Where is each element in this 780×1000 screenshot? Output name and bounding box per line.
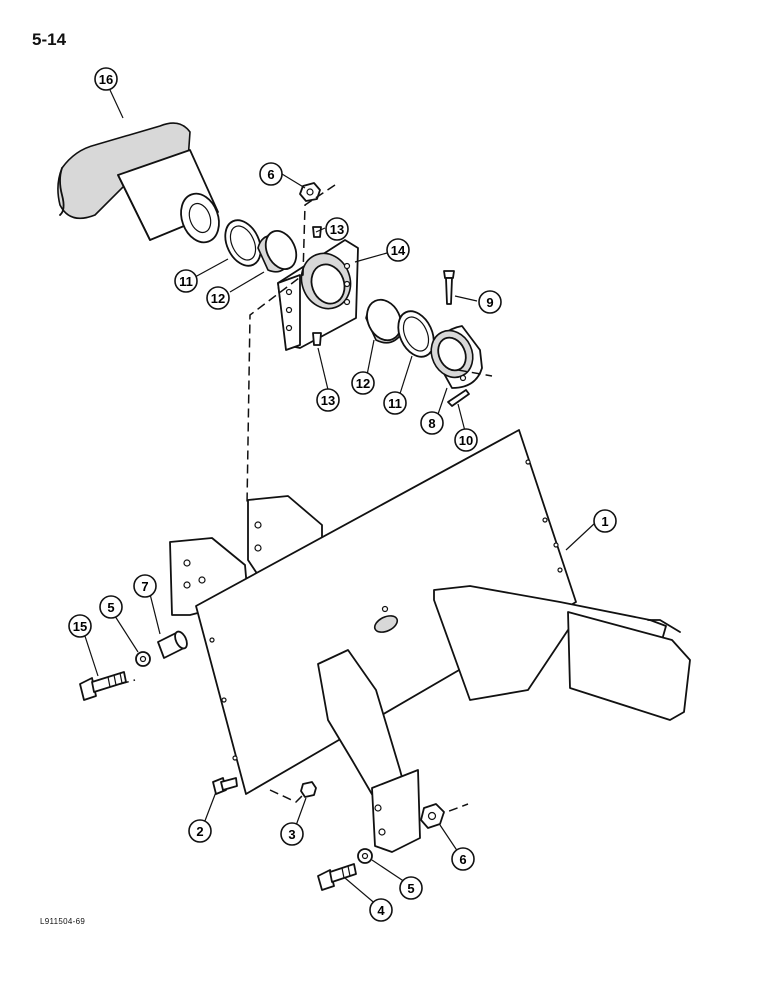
svg-text:15: 15 bbox=[73, 619, 87, 634]
callout-12-upper: 12 bbox=[206, 286, 230, 310]
seal-ring-part-11-lower bbox=[397, 310, 435, 358]
svg-text:8: 8 bbox=[428, 416, 435, 431]
svg-text:12: 12 bbox=[211, 291, 225, 306]
svg-text:5: 5 bbox=[407, 881, 414, 896]
svg-text:13: 13 bbox=[321, 393, 335, 408]
svg-text:6: 6 bbox=[267, 167, 274, 182]
callout-13-upper: 13 bbox=[325, 217, 349, 241]
bolt-part-15 bbox=[79, 671, 127, 701]
svg-text:2: 2 bbox=[196, 824, 203, 839]
callout-6-upper: 6 bbox=[259, 162, 283, 186]
callout-6-lower: 6 bbox=[451, 847, 475, 871]
bolt-part-4 bbox=[317, 863, 357, 891]
main-frame-part-1 bbox=[169, 429, 691, 853]
collar-part-8 bbox=[430, 325, 483, 389]
svg-text:16: 16 bbox=[99, 72, 113, 87]
callout-16: 16 bbox=[94, 67, 118, 91]
callout-3: 3 bbox=[280, 822, 304, 846]
figure-code: L911504-69 bbox=[40, 917, 86, 926]
svg-text:6: 6 bbox=[459, 852, 466, 867]
bushing-part-12-upper bbox=[257, 230, 298, 273]
callout-4: 4 bbox=[369, 898, 393, 922]
pivot-tube-part-16 bbox=[57, 122, 220, 244]
callout-15: 15 bbox=[68, 614, 92, 638]
pin-part-9 bbox=[443, 270, 455, 305]
svg-text:10: 10 bbox=[459, 433, 473, 448]
svg-text:7: 7 bbox=[141, 579, 148, 594]
spacer-part-7 bbox=[157, 630, 188, 659]
cotter-pin-part-10 bbox=[447, 389, 470, 407]
bushing-part-12-lower bbox=[365, 298, 403, 344]
svg-text:13: 13 bbox=[330, 222, 344, 237]
callout-14: 14 bbox=[386, 238, 410, 262]
svg-text:11: 11 bbox=[179, 274, 193, 289]
callout-5-left: 5 bbox=[99, 595, 123, 619]
alignment-line-bolt-2 bbox=[269, 789, 307, 803]
callout-2: 2 bbox=[188, 819, 212, 843]
nut-part-6-lower bbox=[420, 803, 445, 829]
svg-text:11: 11 bbox=[388, 396, 402, 411]
alignment-line-bracket bbox=[246, 184, 336, 506]
svg-text:12: 12 bbox=[356, 376, 370, 391]
svg-text:3: 3 bbox=[288, 827, 295, 842]
callout-7: 7 bbox=[133, 574, 157, 598]
seal-ring-part-11-upper bbox=[224, 219, 262, 267]
callout-10: 10 bbox=[454, 428, 478, 452]
washer-part-5-left bbox=[135, 651, 151, 667]
nut-part-6-upper bbox=[299, 182, 321, 202]
callout-13-lower: 13 bbox=[316, 388, 340, 412]
svg-text:4: 4 bbox=[377, 903, 385, 918]
svg-text:14: 14 bbox=[391, 243, 406, 258]
callout-1: 1 bbox=[593, 509, 617, 533]
callout-11-lower: 11 bbox=[383, 391, 407, 415]
bolt-part-2 bbox=[212, 777, 238, 795]
alignment-line-collar bbox=[457, 369, 493, 377]
svg-text:5: 5 bbox=[107, 600, 114, 615]
callout-8: 8 bbox=[420, 411, 444, 435]
svg-text:1: 1 bbox=[601, 514, 608, 529]
washer-part-5-lower bbox=[357, 848, 373, 864]
page-number: 5-14 bbox=[32, 30, 67, 49]
leader-lines bbox=[82, 89, 596, 907]
svg-text:9: 9 bbox=[486, 295, 493, 310]
callout-5-lower: 5 bbox=[399, 876, 423, 900]
callout-11-upper: 11 bbox=[174, 269, 198, 293]
grease-fitting-part-13-lower bbox=[312, 332, 322, 346]
nut-part-3 bbox=[300, 781, 317, 798]
callout-12-lower: 12 bbox=[351, 371, 375, 395]
callout-9: 9 bbox=[478, 290, 502, 314]
mounting-bracket-part-14 bbox=[277, 239, 359, 351]
